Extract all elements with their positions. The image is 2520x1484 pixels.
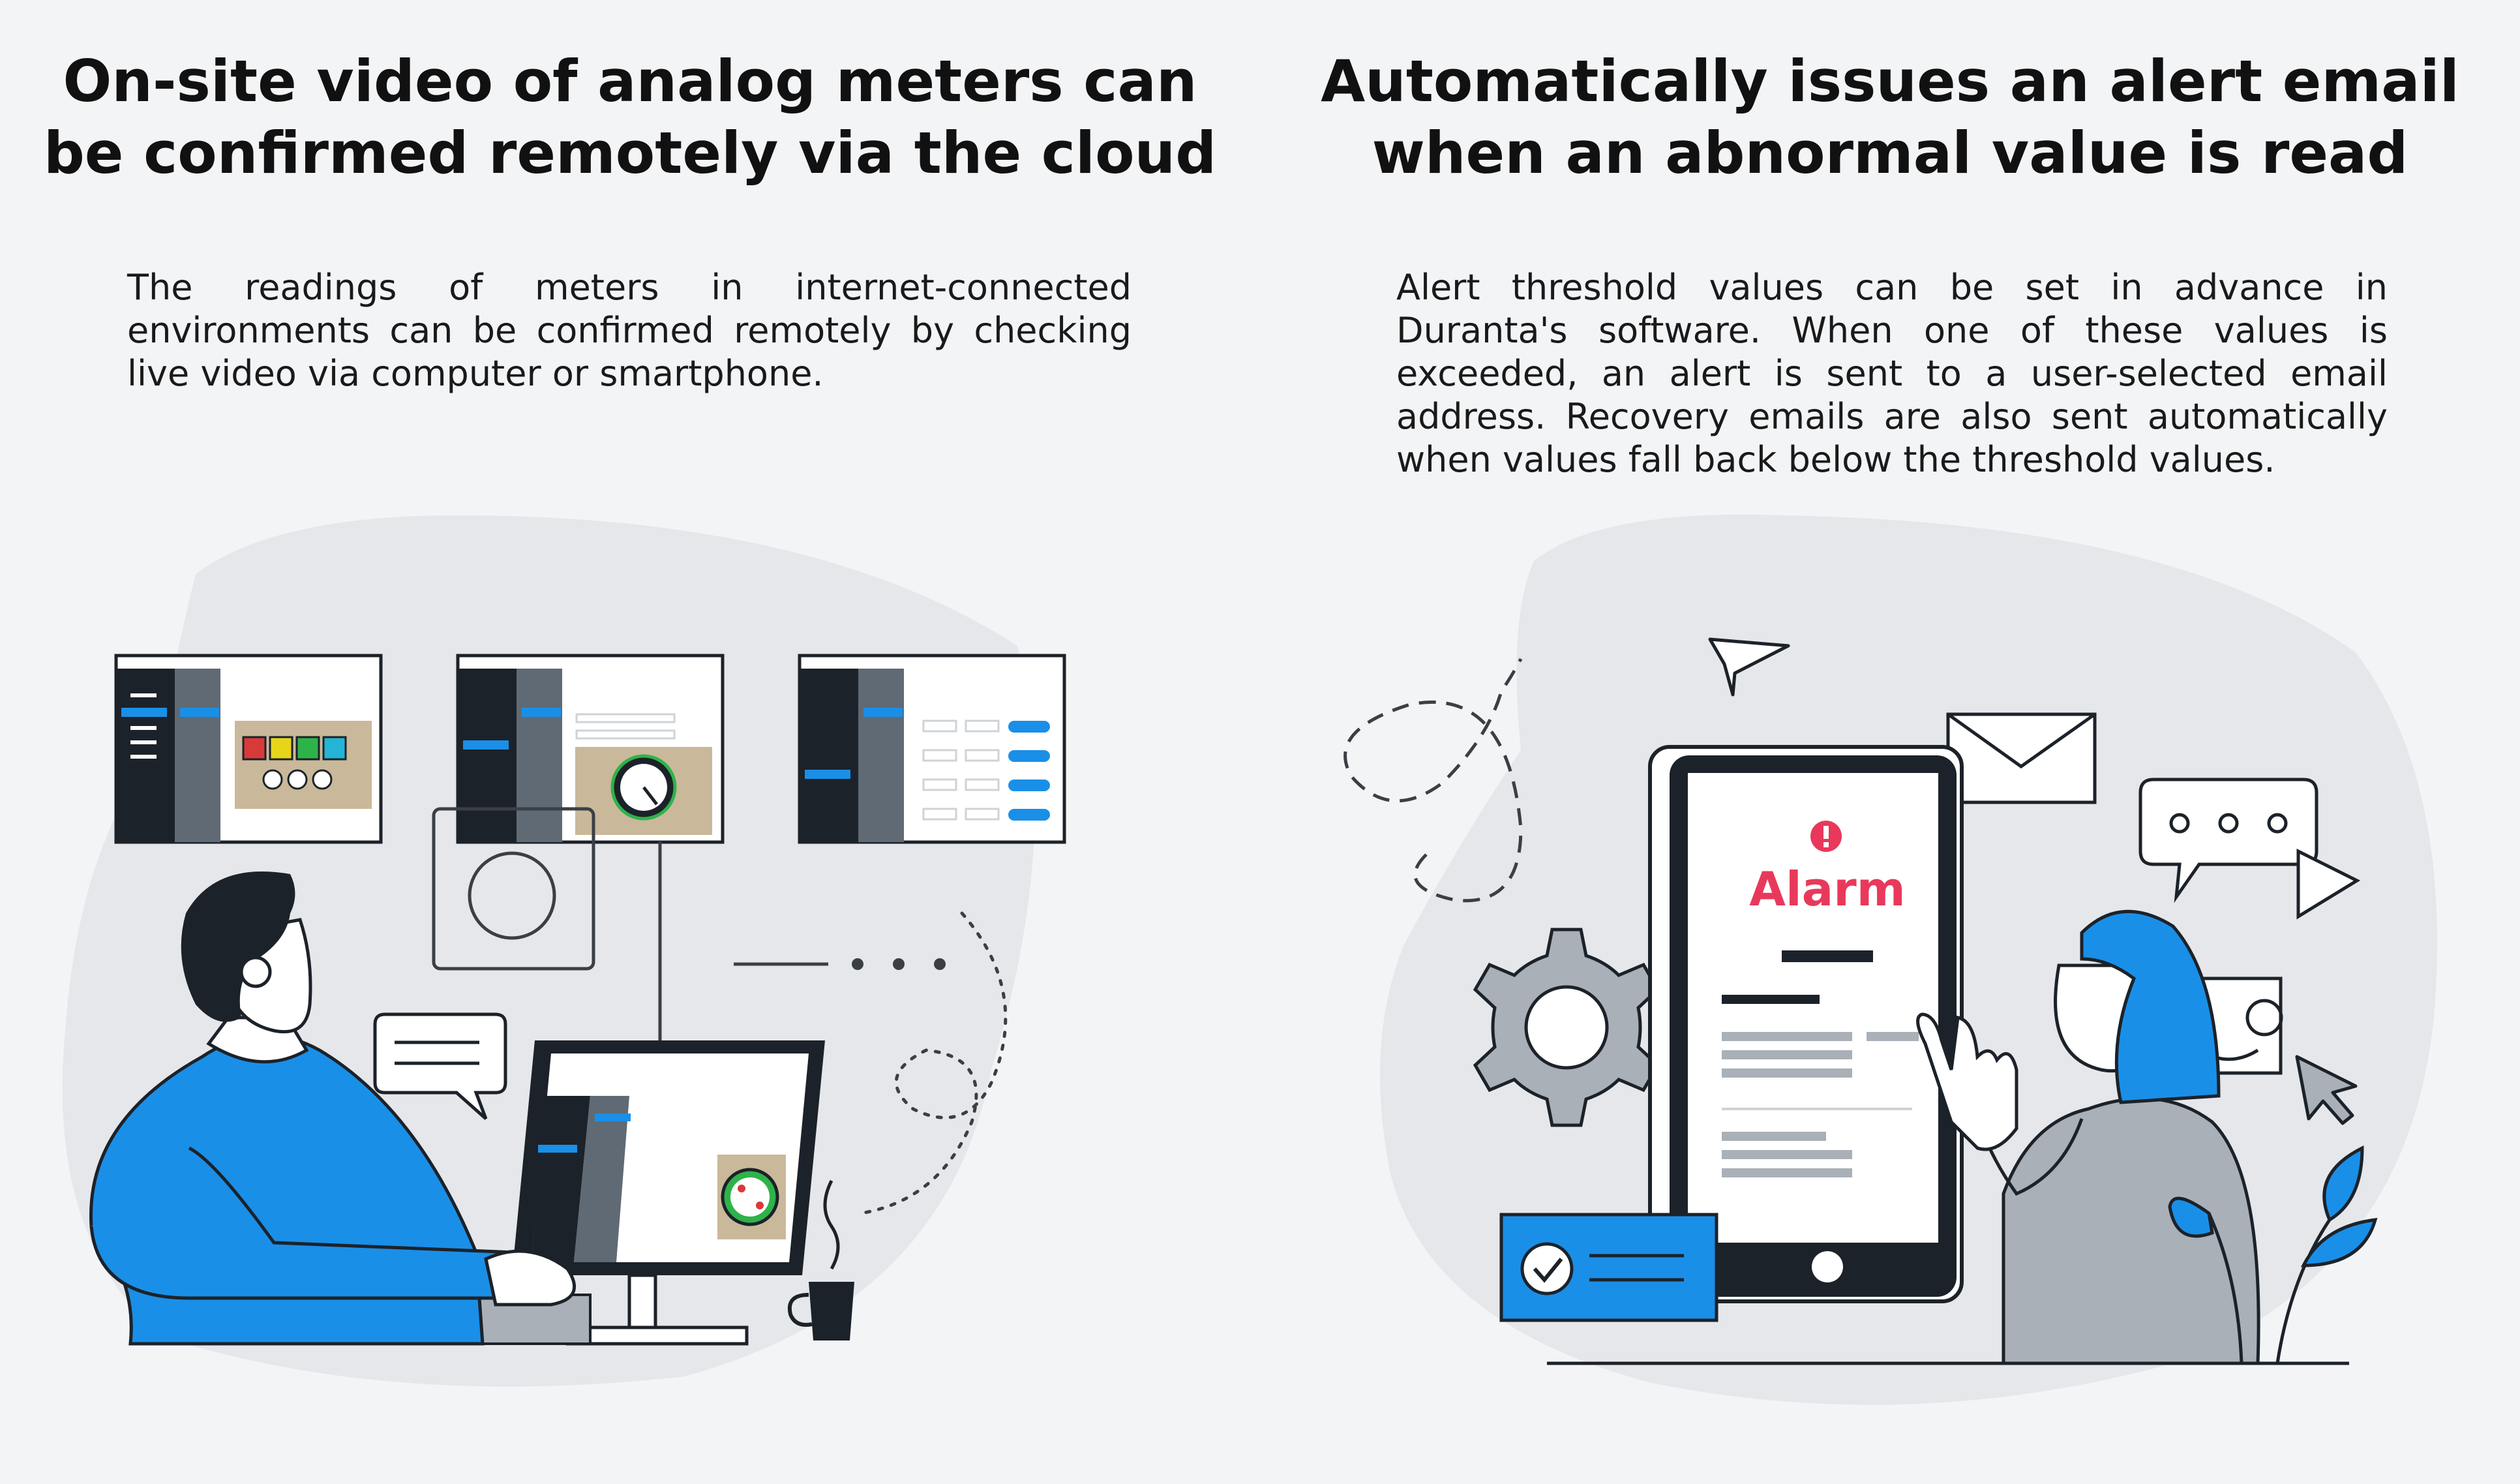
left-heading-line2: be confirmed remotely via the cloud	[43, 119, 1217, 187]
right-heading-line1: Automatically issues an alert email	[1321, 48, 2459, 115]
alarm-label: Alarm	[1749, 862, 1906, 916]
person-at-desk	[89, 871, 576, 1346]
monitor-icon	[114, 654, 383, 844]
right-panel: Automatically issues an alert email when…	[1260, 0, 2520, 1484]
right-description: Alert threshold values can be set in adv…	[1396, 267, 2388, 480]
gear-icon	[1473, 928, 1660, 1127]
right-heading-line2: when an abnormal value is read	[1372, 119, 2408, 187]
left-panel: On-site video of analog meters can be co…	[26, 46, 1234, 1387]
coffee-cup-icon	[787, 1179, 854, 1340]
leaf-icon	[2168, 1145, 2378, 1364]
checkmark-icon	[1499, 1213, 1718, 1322]
monitor-icon	[456, 654, 725, 844]
connection-dots	[734, 911, 1008, 1215]
left-heading-line1: On-site video of analog meters can	[63, 48, 1197, 115]
camera-icon	[432, 807, 662, 1044]
left-heading: On-site video of analog meters can be co…	[26, 46, 1234, 189]
chat-bubble-icon	[373, 1012, 507, 1120]
remote-monitoring-illustration	[62, 515, 1066, 1387]
left-description: The readings of meters in internet-conne…	[127, 267, 1132, 394]
paper-plane-icon	[1708, 637, 1790, 697]
desktop-monitor	[512, 1040, 825, 1346]
right-heading: Automatically issues an alert email when…	[1286, 46, 2494, 189]
alert-email-illustration: Alarm	[1343, 514, 2437, 1405]
cursor-arrow-icon	[2295, 1055, 2358, 1125]
envelope-icon	[1946, 712, 2097, 804]
monitor-icon	[798, 654, 1066, 844]
person-woman	[1916, 909, 2260, 1365]
chat-bubble-icon	[2138, 778, 2361, 920]
smartphone: Alarm	[1648, 745, 1964, 1303]
